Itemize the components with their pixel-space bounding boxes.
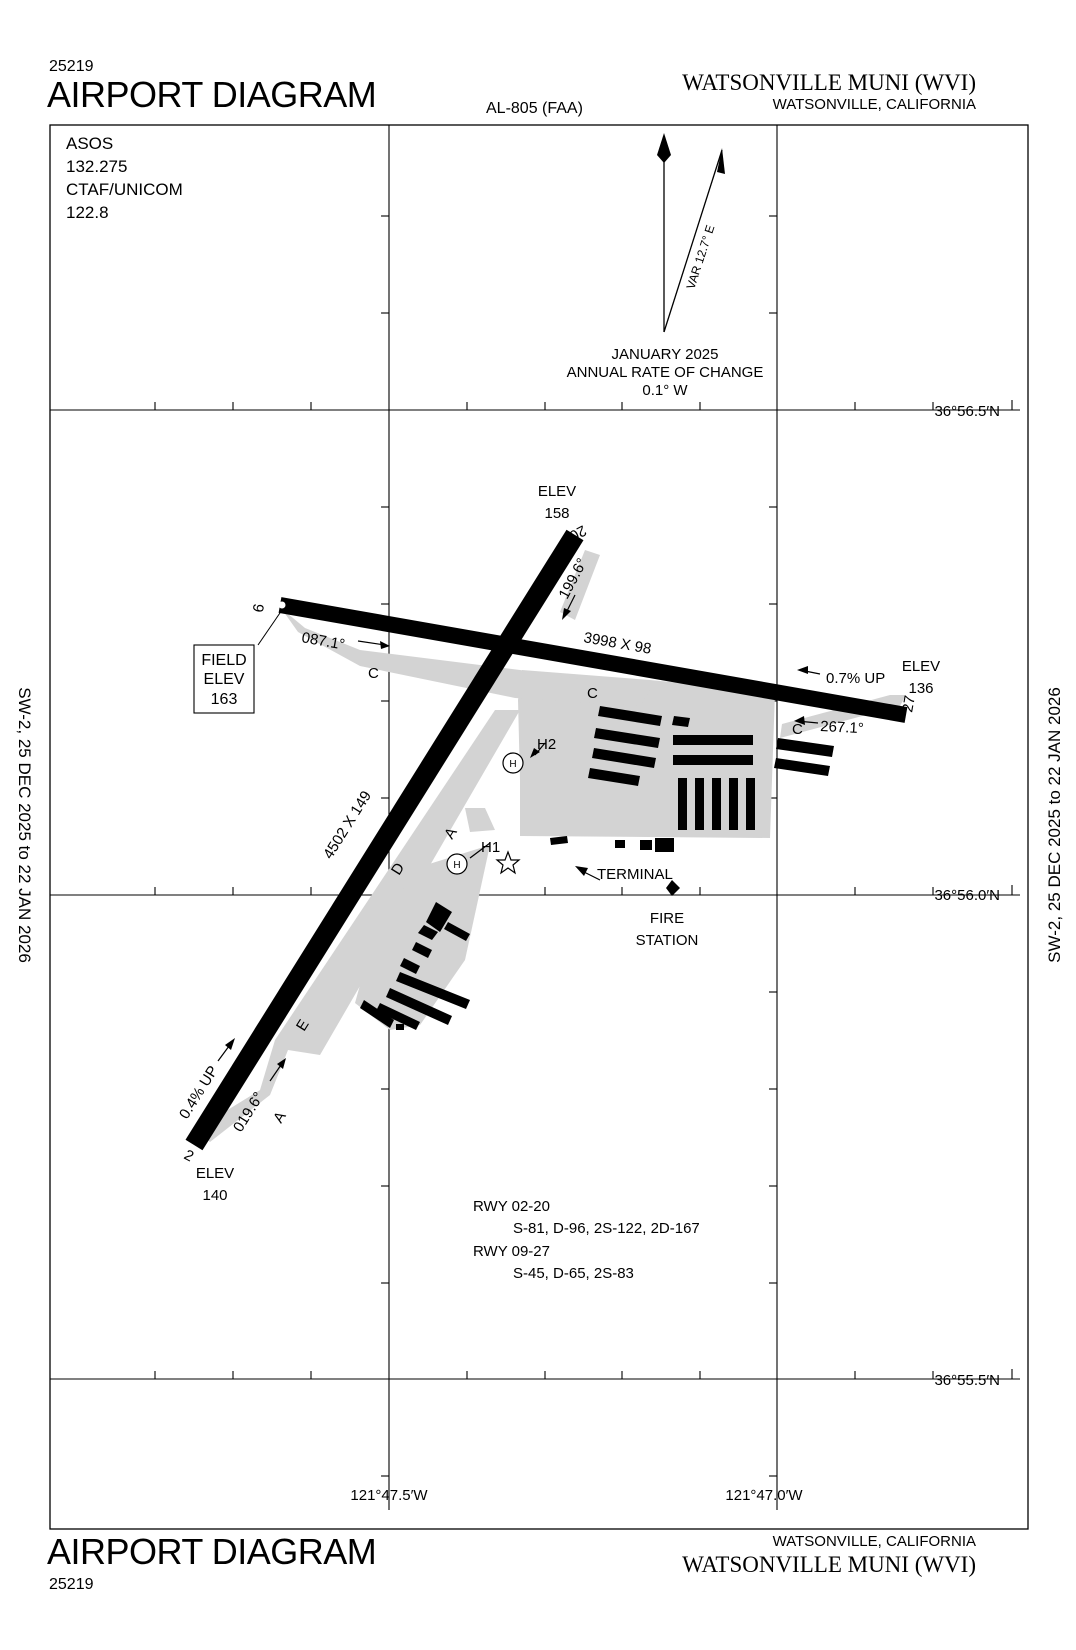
comms-line-1: ASOS (66, 134, 113, 153)
h1-symbol: H (453, 860, 460, 871)
fire-station-line2: STATION (636, 932, 699, 949)
lon-label-2: 121°47.0′W (725, 1487, 803, 1504)
chart-title-top: AIRPORT DIAGRAM (47, 74, 377, 115)
buildings (360, 706, 834, 1030)
mag-date: JANUARY 2025 (611, 346, 718, 363)
taxiway-a-label-2: A (270, 1109, 290, 1127)
strength-rwy1-values: S-81, D-96, 2S-122, 2D-167 (513, 1220, 700, 1237)
h2-symbol: H (509, 759, 516, 770)
lat-label-1: 36°56.5′N (934, 403, 1000, 420)
elev-27-label: ELEV (902, 658, 940, 675)
runway-end-20: 20 (566, 521, 589, 544)
main-apron (518, 670, 775, 838)
h1-label: H1 (481, 839, 500, 856)
diagram-frame (49, 124, 1029, 1530)
elev-20-value: 158 (544, 505, 569, 522)
runway-09-27 (278, 597, 908, 723)
variation-label: VAR 12.7° E (684, 223, 718, 291)
comms-line-3: CTAF/UNICOM (66, 180, 183, 199)
mag-rate: 0.1° W (642, 382, 688, 399)
procedure-number: AL-805 (FAA) (486, 100, 583, 117)
lat-label-3: 36°55.5′N (934, 1372, 1000, 1389)
slope-27: 0.7% UP (826, 670, 885, 687)
airport-name-bottom: WATSONVILLE MUNI (WVI) (682, 1552, 976, 1577)
connector-a-mid (465, 808, 495, 832)
airport-location-top: WATSONVILLE, CALIFORNIA (772, 96, 976, 113)
field-elev-line2: ELEV (204, 671, 245, 688)
heading-267: 267.1° (820, 718, 864, 737)
taxiway-c-label-2: C (587, 685, 598, 702)
elev-27-value: 136 (908, 680, 933, 697)
airport-name-top: WATSONVILLE MUNI (WVI) (682, 70, 976, 95)
strength-rwy2: RWY 09-27 (473, 1243, 550, 1260)
graticule-ticks (154, 215, 934, 1477)
terminal-label: TERMINAL (597, 866, 673, 883)
chart-id-top: 25219 (49, 58, 94, 75)
fire-station-line1: FIRE (650, 910, 684, 927)
elev-2-label: ELEV (196, 1165, 234, 1182)
field-elev-value: 163 (211, 691, 238, 708)
lat-label-2: 36°56.0′N (934, 887, 1000, 904)
heading-087: 087.1° (300, 629, 346, 653)
south-apron (355, 845, 490, 1030)
north-arrow (657, 133, 725, 333)
runway-02-20 (185, 529, 584, 1151)
taxiway-c-north (281, 608, 650, 706)
taxiway-a-north (560, 550, 600, 620)
chart-id-bottom: 25219 (49, 1576, 94, 1593)
comms-line-4: 122.8 (66, 203, 109, 222)
lon-label-1: 121°47.5′W (350, 1487, 428, 1504)
beacon-icon (495, 850, 521, 875)
field-elev-box (193, 644, 255, 714)
taxiway-a-parallel (195, 710, 520, 1142)
chart-title-bottom: AIRPORT DIAGRAM (47, 1531, 377, 1572)
strength-rwy1: RWY 02-20 (473, 1198, 550, 1215)
comms-line-2: 132.275 (66, 157, 127, 176)
field-elev-point (278, 601, 286, 609)
fire-station-symbol (666, 880, 680, 896)
taxiway-c-label-1: C (368, 665, 379, 682)
runway-end-27: 27 (899, 694, 919, 713)
arrowheads (225, 608, 808, 1069)
connector-d (400, 865, 435, 885)
elev-20-label: ELEV (538, 483, 576, 500)
taxiway-c-label-3: C (792, 721, 803, 738)
h2-label: H2 (537, 736, 556, 753)
runways (185, 529, 908, 1151)
runway-end-9: 9 (249, 602, 267, 613)
elev-2-value: 140 (202, 1187, 227, 1204)
helipads (446, 752, 524, 875)
pavement (195, 550, 906, 1142)
airport-location-bottom: WATSONVILLE, CALIFORNIA (772, 1533, 976, 1550)
runway-end-2: 2 (181, 1147, 196, 1166)
graticule (50, 125, 1020, 1510)
field-elev-line1: FIELD (201, 652, 246, 669)
strength-rwy2-values: S-45, D-65, 2S-83 (513, 1265, 634, 1282)
mag-rate-label: ANNUAL RATE OF CHANGE (567, 364, 764, 381)
